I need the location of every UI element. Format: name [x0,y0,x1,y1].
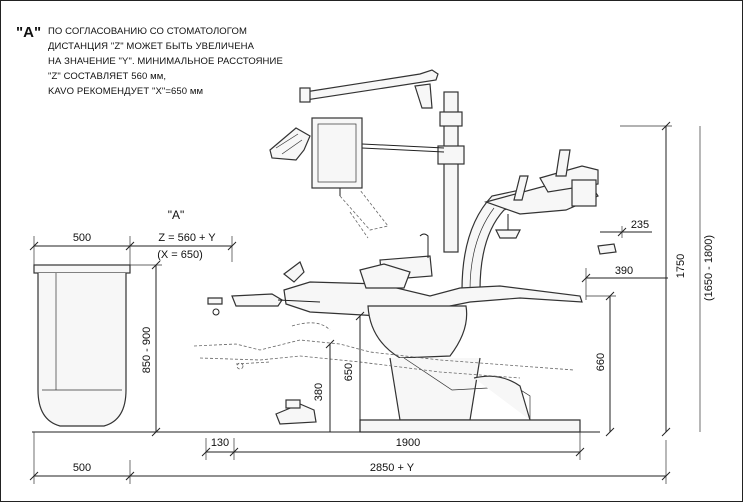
dim-arm-660 [586,291,616,437]
dim-top-500 [29,236,135,265]
dim-foot-380-label: 380 [313,383,325,401]
dim-side-235-label: 235 [631,219,649,231]
dim-total-height-range: (1650 - 1800) [703,235,715,301]
dim-side-390 [581,268,668,300]
z-formula: Z = 560 + Y [158,232,216,244]
dim-arm-660-label: 660 [595,353,607,371]
dim-seat-650-label: 650 [343,363,355,381]
dim-bottom-total-label: 2850 + Y [370,462,415,474]
light-arm [299,69,465,253]
x-formula: (X = 650) [157,249,203,261]
patient-chair [283,263,583,433]
dim-seat-650 [355,311,365,432]
dim-bottom-500-label: 500 [73,462,91,474]
dim-total-height [620,121,701,437]
dim-total-height-label: 1750 [675,254,687,278]
note-line-4: "Z" СОСТАВЛЯЕТ 560 мм, [48,71,167,82]
dim-foot-380 [325,339,335,432]
dim-cabinet-height [130,260,162,437]
note-line-3: НА ЗНАЧЕНИЕ "Y". МИНИМАЛЬНОЕ РАССТОЯНИЕ [48,56,283,67]
a-marker: "A" [168,208,185,222]
dim-side-235 [597,226,652,255]
note-line-5: KAVO РЕКОМЕНДУЕТ "X"=650 мм [48,86,204,97]
operating-lamp [269,127,311,161]
monitor [311,117,363,196]
dim-base-130-label: 130 [211,437,229,449]
dim-cabinet-height-label: 850 - 900 [141,327,153,373]
dim-side-390-label: 390 [615,265,633,277]
dim-base [201,432,585,460]
doctor-element [207,261,321,316]
monitor-ghost [339,189,389,239]
cabinet [33,264,131,427]
note-line-2: ДИСТАНЦИЯ "Z" МОЖЕТ БЫТЬ УВЕЛИЧЕНА [48,41,255,52]
assistant-element [483,149,599,239]
dim-z [130,236,237,262]
note-key-marker: "A" [16,24,42,41]
dim-bottom [29,432,671,484]
dim-top-500-label: 500 [73,232,91,244]
foot-control [275,399,317,425]
dim-base-1900-label: 1900 [396,437,420,449]
note-line-1: ПО СОГЛАСОВАНИЮ СО СТОМАТОЛОГОМ [48,26,247,37]
